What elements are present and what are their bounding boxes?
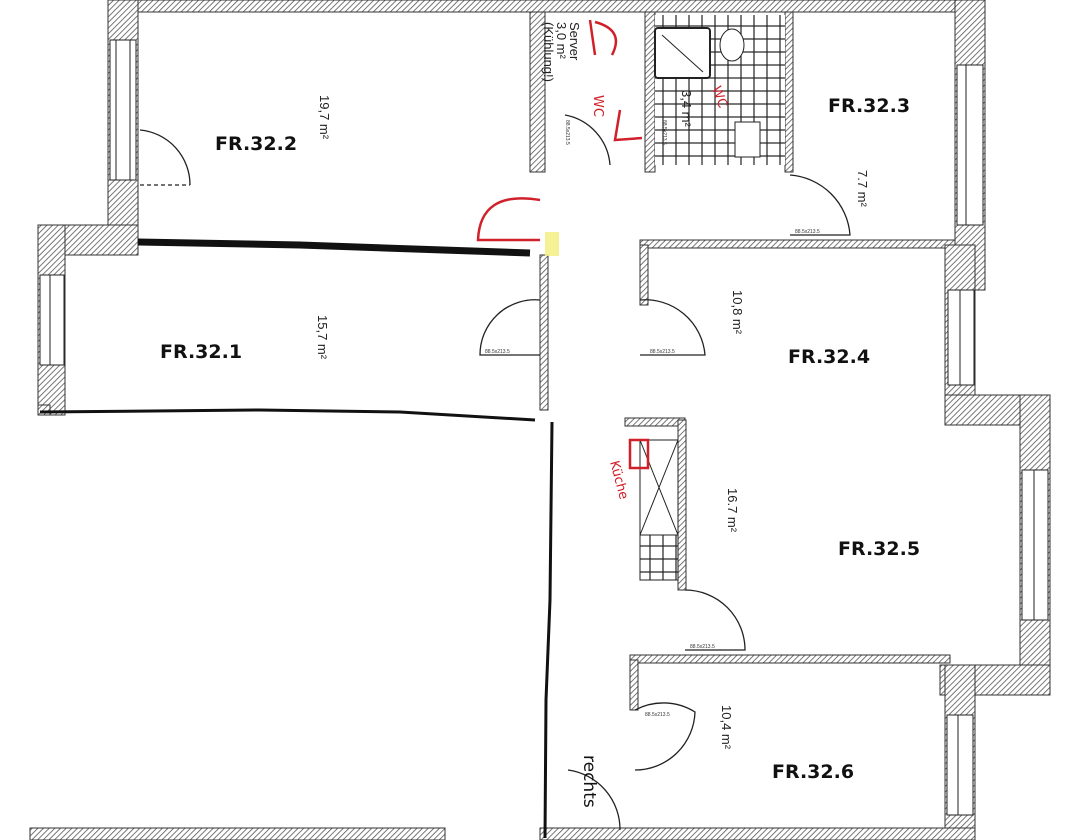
kitchen-annotation: Küche [606, 459, 631, 501]
wc-annotation: WC [590, 95, 605, 117]
room-area-fr-32-4: 10,8 m² [730, 290, 745, 335]
door-size-label: 88.5x213.5 [645, 712, 670, 718]
kitchen-unit [639, 439, 679, 581]
doors [139, 114, 851, 831]
door-size-label: 88.5x213.5 [650, 349, 675, 355]
wc-annotation-bath: WC [708, 84, 730, 110]
door-size-label: 88.5x213.5 [485, 349, 510, 355]
room-area-fr-32-5: 16.7 m² [725, 488, 740, 533]
windows [39, 39, 1049, 816]
stove-icon [639, 534, 679, 581]
walls [29, 0, 1051, 840]
sink-icon [734, 121, 761, 158]
marker-boundary-line [39, 408, 554, 839]
door-size-label: 88.5x213.5 [564, 120, 570, 145]
bathroom: 3,4 m² [654, 15, 785, 165]
room-label-fr-32-3: FR.32.3 [828, 95, 910, 117]
room-area-fr-32-6: 10,4 m² [719, 705, 734, 750]
room-area-fr-32-3: 7.7 m² [855, 170, 870, 208]
room-label-fr-32-2: FR.32.2 [215, 133, 297, 155]
toilet-icon [719, 28, 745, 62]
red-annotations [476, 19, 650, 470]
highlight-mark [545, 232, 559, 256]
marker-wall-line [137, 238, 531, 257]
entrance-annotation: rechts [579, 755, 599, 808]
door-size-label: 88.5x213.5 [661, 120, 667, 145]
server-room-note: (Kühlung!) [541, 22, 556, 82]
room-label-fr-32-1: FR.32.1 [160, 341, 242, 363]
server-room-label: Server [567, 22, 582, 61]
room-label-fr-32-6: FR.32.6 [772, 761, 854, 783]
room-label-fr-32-5: FR.32.5 [838, 538, 920, 560]
server-room-area: 3,0 m² [554, 22, 569, 60]
room-label-fr-32-4: FR.32.4 [788, 346, 870, 368]
room-area-fr-32-1: 15,7 m² [315, 315, 330, 360]
room-area-fr-32-2: 19,7 m² [317, 95, 332, 140]
bathroom-area: 3,4 m² [679, 90, 694, 128]
door-size-label: 88.5x213.5 [795, 229, 820, 235]
door-size-label: 88.5x213.5 [690, 644, 715, 650]
